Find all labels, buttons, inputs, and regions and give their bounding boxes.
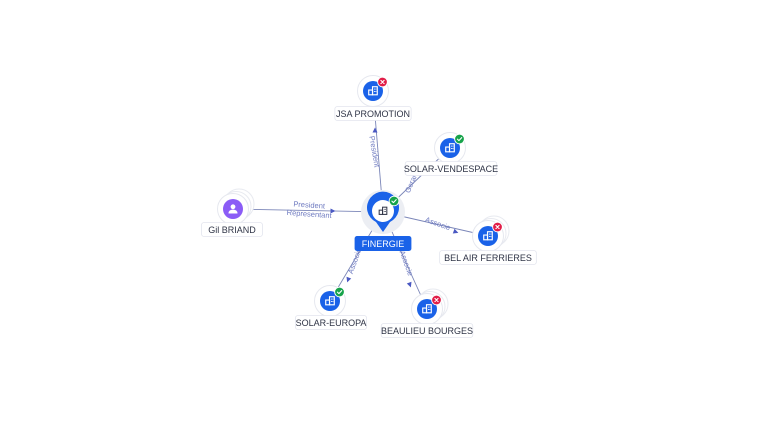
node-jsa[interactable]: JSA PROMOTION <box>334 75 412 121</box>
center-label-box <box>354 236 412 251</box>
nodes-group: JSA PROMOTION SOLAR-VENDESPACE BEL AIR FER… <box>201 75 537 338</box>
node-label: BEL AIR FERRIERES <box>444 253 532 263</box>
node-label: BEAULIEU BOURGES <box>381 326 473 336</box>
node-label-box <box>201 222 263 237</box>
node-label-box <box>334 106 412 121</box>
building-icon <box>325 296 335 306</box>
node-label-box <box>439 250 537 265</box>
edge-label: President <box>367 135 382 169</box>
edge-label: Associe <box>346 247 363 275</box>
edge-line <box>232 208 384 213</box>
node-label-box <box>404 161 498 176</box>
node-label-box <box>380 323 474 338</box>
edge-arrow <box>346 276 352 283</box>
closed-badge-icon <box>492 221 503 233</box>
node-gil[interactable]: Gil BRIAND <box>201 188 263 237</box>
center-node[interactable]: FINERGIE <box>354 190 412 251</box>
edges-group: PresidentGerantAssocieAssocieAssociePres… <box>232 90 489 310</box>
center-label: FINERGIE <box>362 239 405 249</box>
edge-label: Representant <box>286 208 332 220</box>
node-beaulieu[interactable]: BEAULIEU BOURGES <box>380 288 474 338</box>
node-label: JSA PROMOTION <box>336 109 410 119</box>
edge-arrow <box>452 228 459 234</box>
edge-label: Associe <box>398 249 415 277</box>
building-icon <box>368 86 378 96</box>
node-belair[interactable]: BEL AIR FERRIERES <box>439 215 537 265</box>
edge-arrow <box>372 127 378 133</box>
node-label: SOLAR-VENDESPACE <box>404 164 498 174</box>
active-badge-icon <box>388 195 400 207</box>
building-icon <box>483 231 493 241</box>
building-icon <box>422 304 432 314</box>
building-icon <box>378 206 388 215</box>
node-vendespace[interactable]: SOLAR-VENDESPACE <box>404 132 498 176</box>
active-badge-icon <box>334 286 345 298</box>
node-label: SOLAR-EUROPA <box>296 318 367 328</box>
active-badge-icon <box>454 133 465 145</box>
person-icon <box>228 204 238 214</box>
edge-label: President <box>293 199 326 210</box>
edge-arrow <box>406 281 412 288</box>
edge-label: Associe <box>424 215 452 232</box>
building-icon <box>445 143 455 153</box>
node-label-box <box>294 315 367 330</box>
node-label: Gil BRIAND <box>208 225 256 235</box>
node-europa[interactable]: SOLAR-EUROPA <box>294 285 367 330</box>
closed-badge-icon <box>431 294 442 306</box>
edge-arrow <box>330 208 336 214</box>
closed-badge-icon <box>377 76 388 88</box>
